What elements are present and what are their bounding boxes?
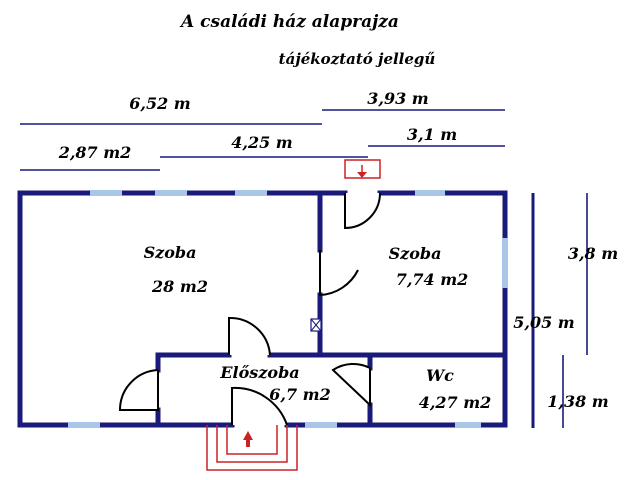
- window-3: [235, 190, 267, 196]
- plan-subtitle: tájékoztató jellegű: [279, 50, 436, 68]
- doors: [118, 192, 381, 426]
- entrance-top-box: [344, 159, 381, 179]
- dim-label-425: 4,25 m: [231, 133, 292, 152]
- entrance-bottom-box-3: [226, 425, 278, 455]
- dim-label-138: 1,38 m: [547, 392, 608, 411]
- entrance-top-arrow-icon: [357, 172, 367, 178]
- plan-title: A családi ház alaprajza: [179, 12, 399, 32]
- entrance-bottom-arrow-icon: [243, 431, 253, 440]
- door-inner-2: [228, 316, 271, 356]
- door-top: [344, 192, 381, 230]
- room-eloszoba-area: 6,7 m2: [269, 385, 330, 404]
- room-szoba2-name: Szoba: [389, 244, 442, 263]
- entrance-bottom-box-1: [206, 425, 298, 471]
- window-7: [305, 422, 337, 428]
- window-8: [455, 422, 481, 428]
- window-6: [68, 422, 100, 428]
- door-wc: [331, 363, 371, 408]
- dimension-lines: [20, 109, 588, 428]
- room-szoba1-name: Szoba: [144, 243, 197, 262]
- entrance-bottom-box-2: [216, 425, 288, 463]
- dim-label-652: 6,52 m: [129, 94, 190, 113]
- room-szoba1-area: 28 m2: [151, 277, 208, 296]
- window-5: [502, 238, 508, 288]
- door-main: [231, 386, 288, 426]
- dim-label-38: 3,8 m: [568, 244, 618, 263]
- room-szoba2-area: 7,74 m2: [396, 270, 469, 289]
- door-inner-1: [319, 250, 359, 297]
- entrance-markers: [206, 159, 381, 471]
- windows: [68, 190, 508, 428]
- door-hall-left: [118, 369, 159, 411]
- dim-label-31: 3,1 m: [407, 125, 457, 144]
- meter-icon: [310, 318, 322, 332]
- entrance-bottom-arrow-stem: [246, 440, 250, 447]
- window-2: [155, 190, 187, 196]
- room-eloszoba-name: Előszoba: [219, 363, 299, 382]
- room-wc-name: Wc: [426, 366, 454, 385]
- window-1: [90, 190, 122, 196]
- walls: [17, 190, 508, 428]
- dim-label-393: 3,93 m: [367, 89, 428, 108]
- room-wc-area: 4,27 m2: [419, 393, 492, 412]
- dim-label-287: 2,87 m2: [58, 143, 132, 162]
- dim-label-505: 5,05 m: [513, 313, 574, 332]
- window-4: [415, 190, 445, 196]
